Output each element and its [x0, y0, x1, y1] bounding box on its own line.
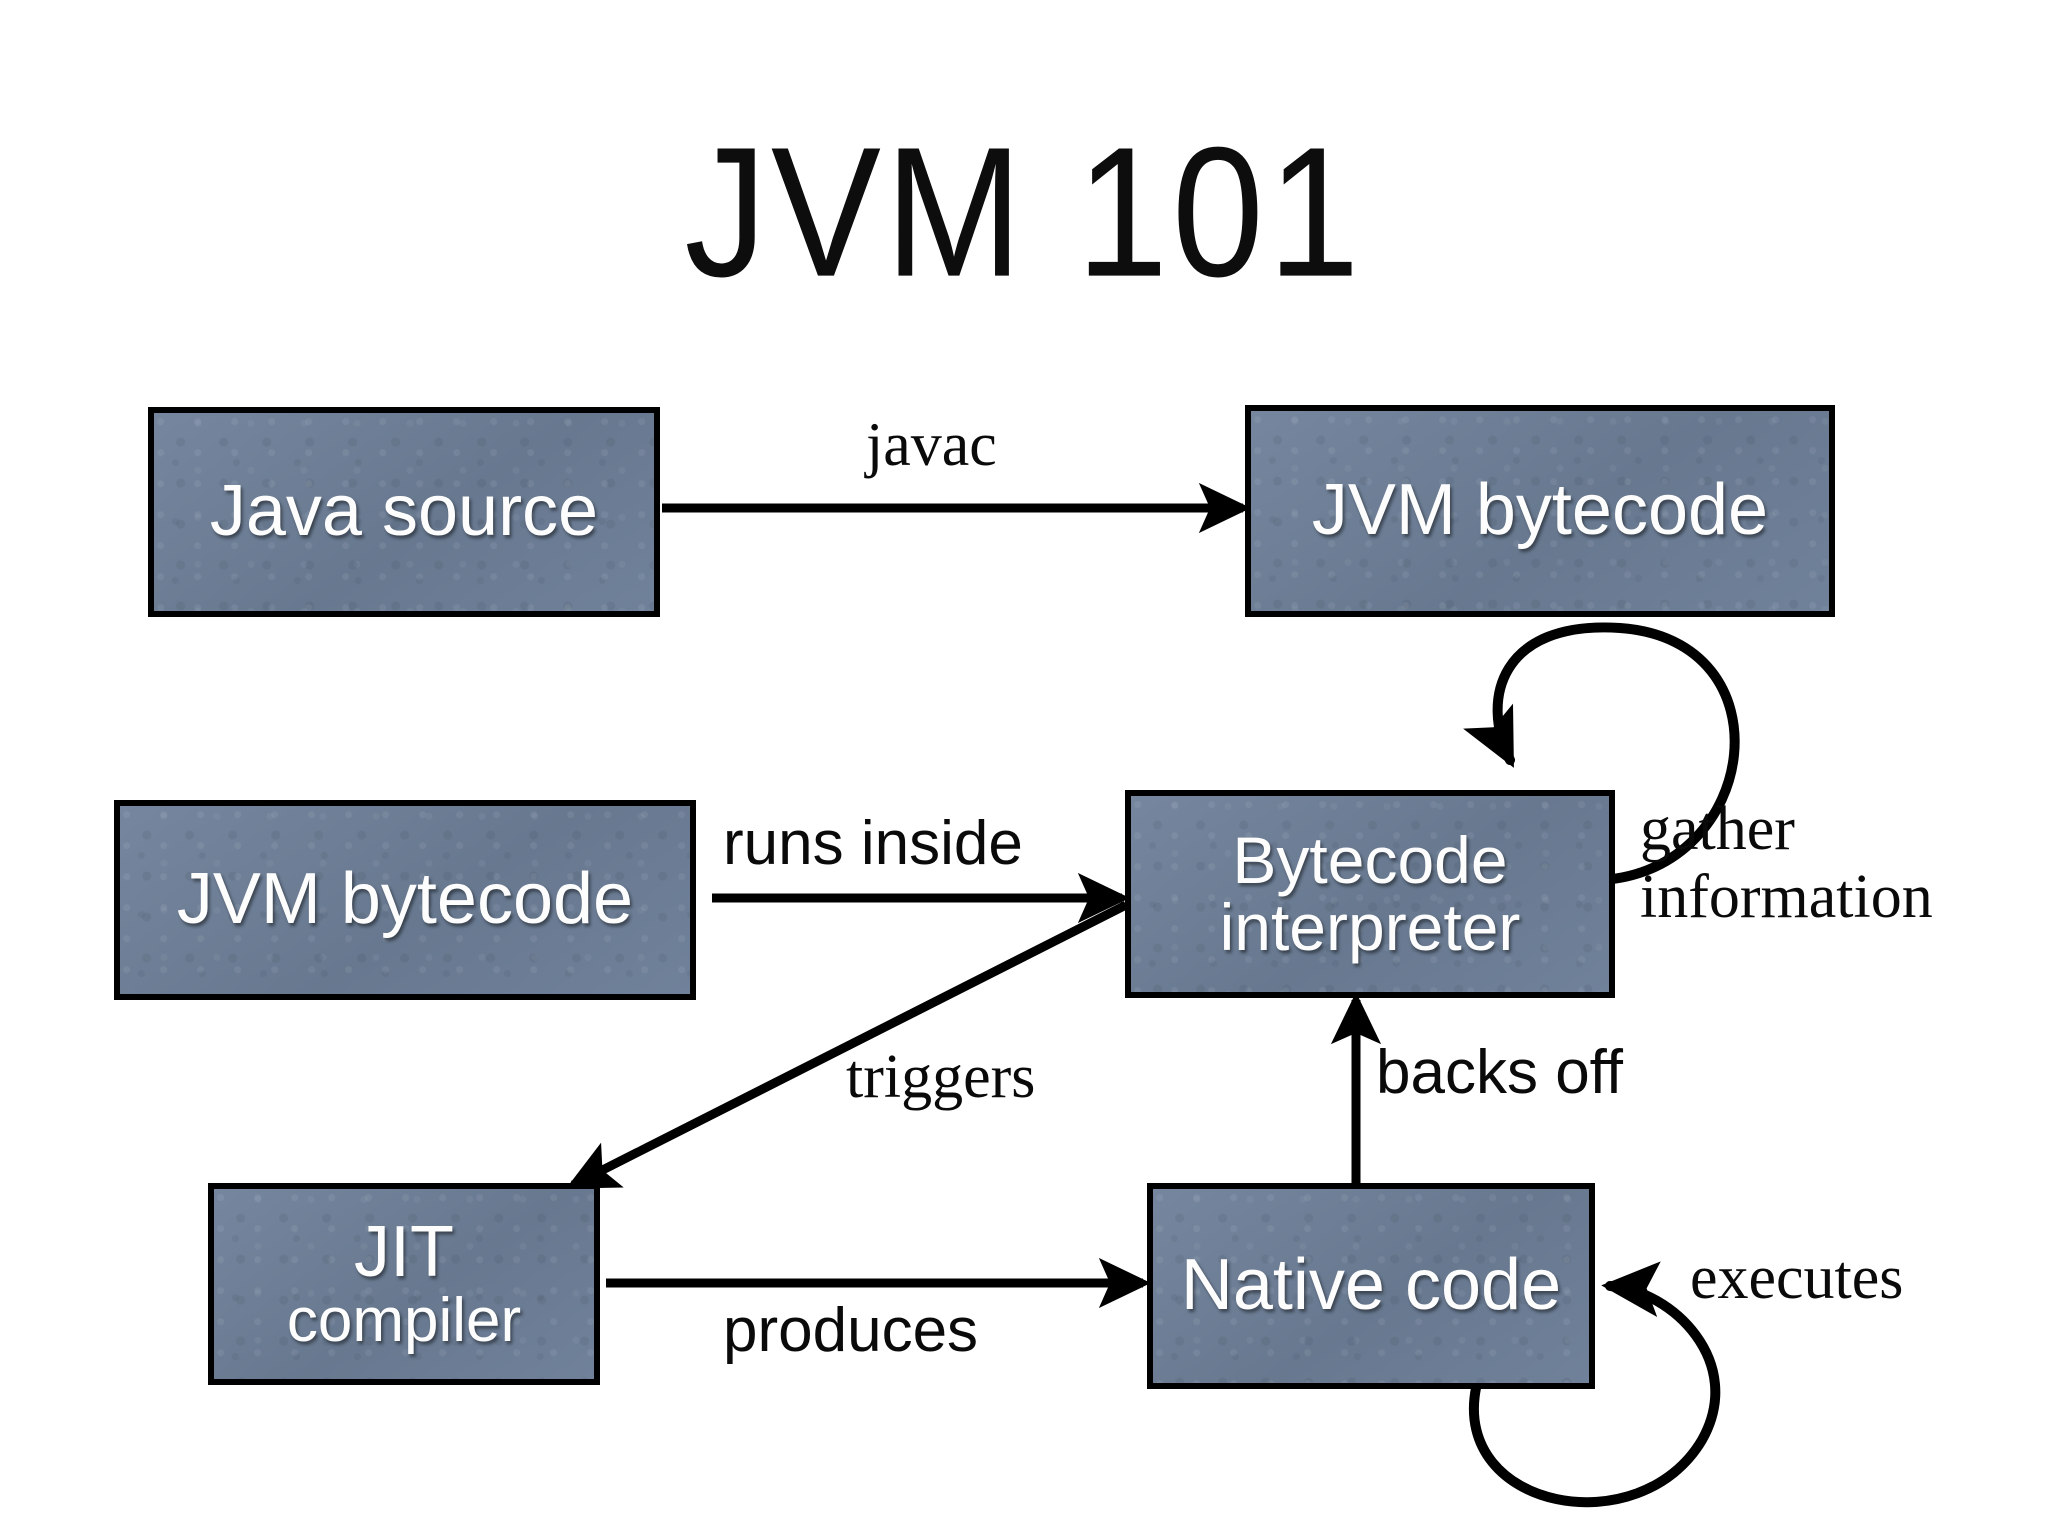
- page-title: JVM 101: [684, 108, 1364, 315]
- node-java-source-label: Java source: [209, 471, 599, 552]
- edge-label-gather-information-line1: gather: [1640, 795, 1795, 863]
- edge-label-triggers: triggers: [846, 1043, 1036, 1111]
- edge-label-gather-information-line2: information: [1640, 863, 1933, 932]
- node-jvm-bytecode-top[interactable]: JVM bytecode: [1245, 405, 1835, 617]
- node-jit-compiler-label-2: compiler: [286, 1286, 522, 1356]
- node-jit-compiler[interactable]: JIT compiler: [208, 1183, 600, 1385]
- node-native-code[interactable]: Native code: [1147, 1183, 1595, 1389]
- node-native-code-label: Native code: [1180, 1245, 1562, 1326]
- node-jvm-bytecode-top-label: JVM bytecode: [1311, 470, 1769, 551]
- node-bytecode-interpreter-label-1: Bytecode: [1232, 822, 1508, 897]
- node-jvm-bytecode-mid-label: JVM bytecode: [176, 859, 634, 940]
- edge-label-runs-inside: runs inside: [723, 809, 1023, 878]
- edge-label-executes: executes: [1690, 1244, 1904, 1312]
- edge-label-gather-information: gather information: [1640, 795, 1933, 931]
- node-java-source[interactable]: Java source: [148, 407, 660, 617]
- edge-label-javac: javac: [866, 411, 997, 479]
- node-jit-compiler-label-1: JIT: [354, 1211, 454, 1292]
- node-bytecode-interpreter-label-2: interpreter: [1219, 890, 1521, 964]
- node-jvm-bytecode-mid[interactable]: JVM bytecode: [114, 800, 696, 1000]
- edge-label-produces: produces: [723, 1296, 979, 1365]
- edge-label-backs-off: backs off: [1376, 1038, 1624, 1107]
- node-bytecode-interpreter[interactable]: Bytecode interpreter: [1125, 790, 1615, 998]
